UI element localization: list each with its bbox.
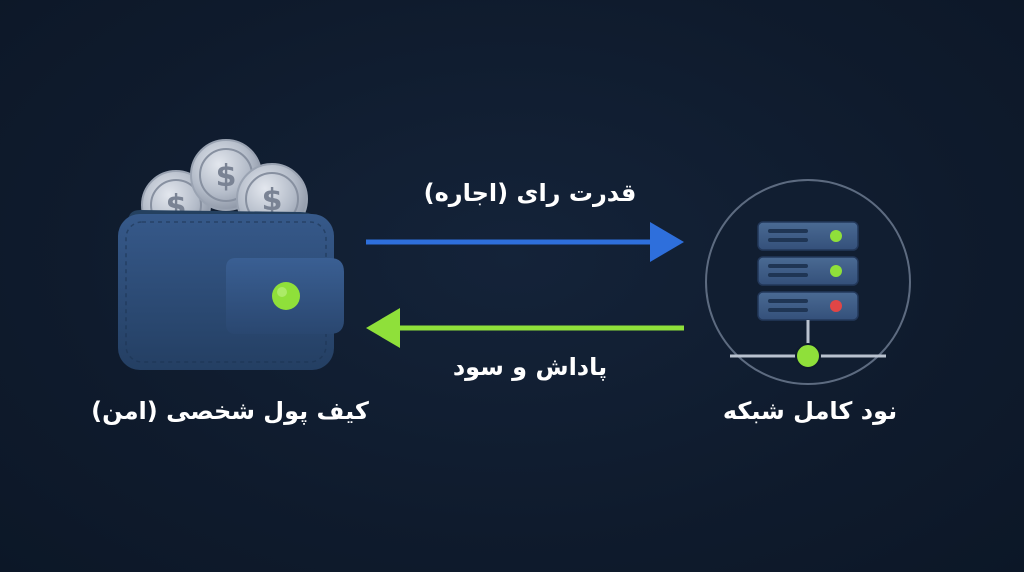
- wallet-clasp: [272, 282, 300, 310]
- arrow-to-node: [366, 222, 684, 262]
- arrow-head-left-icon: [366, 308, 400, 348]
- status-led-red: [830, 300, 842, 312]
- flow-label-to-wallet: پاداش و سود: [452, 353, 608, 381]
- wallet-icon: $ $ $: [118, 139, 344, 370]
- status-led-green: [830, 265, 842, 277]
- wallet-label: کیف پول شخصی (امن): [91, 397, 369, 425]
- flow-label-to-node: قدرت رای (اجاره): [423, 179, 637, 207]
- network-hub-icon: [795, 343, 821, 369]
- coin-symbol: $: [216, 159, 237, 194]
- server-unit: [757, 291, 859, 321]
- server-node-icon: [705, 179, 911, 385]
- status-led-green: [830, 230, 842, 242]
- arrow-head-right-icon: [650, 222, 684, 262]
- node-label: نود کامل شبکه: [722, 397, 898, 425]
- server-unit: [757, 221, 859, 251]
- server-unit: [757, 256, 859, 286]
- arrow-to-wallet: [366, 308, 684, 348]
- coin-symbol: $: [262, 183, 283, 218]
